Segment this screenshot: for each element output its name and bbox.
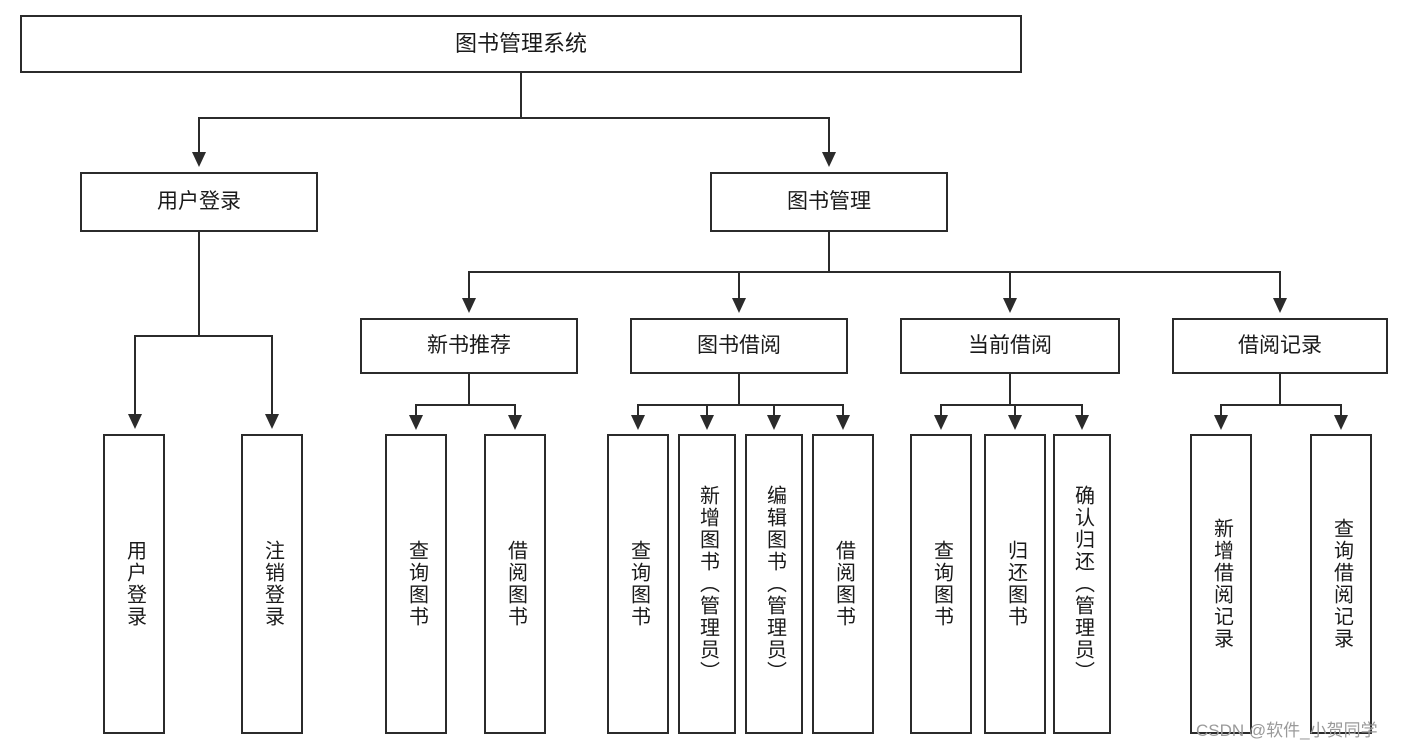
leaf-user-logout[interactable]: 注销登录 — [241, 434, 303, 734]
connector-book-borrow-stem — [738, 374, 740, 406]
connector-book-manage-stem — [828, 232, 830, 272]
node-book-management[interactable]: 图书管理 — [710, 172, 948, 232]
connector-root-to-user-login — [198, 117, 200, 155]
node-label: 查询图书 — [930, 540, 953, 628]
connector-current-borrow-to-leaf-3 — [1081, 404, 1083, 418]
node-label: 借阅图书 — [504, 540, 527, 628]
connector-current-borrow-to-leaf-1 — [940, 404, 942, 418]
node-label: 当前借阅 — [968, 333, 1052, 357]
connector-new-book-rec-to-leaf-2 — [514, 404, 516, 418]
node-book-borrowing[interactable]: 图书借阅 — [630, 318, 848, 374]
node-label: 注销登录 — [261, 540, 284, 628]
leaf-query-book-from-recommendation[interactable]: 查询图书 — [385, 434, 447, 734]
node-label: 查询图书 — [405, 540, 428, 628]
node-root-book-management-system[interactable]: 图书管理系统 — [20, 15, 1022, 73]
connector-book-borrow-to-leaf-3 — [773, 404, 775, 418]
arrow-new-book-rec-to-leaf-2 — [508, 415, 522, 430]
node-borrowing-record[interactable]: 借阅记录 — [1172, 318, 1388, 374]
node-label: 图书管理 — [787, 189, 871, 213]
arrow-book-borrow-to-leaf-1 — [631, 415, 645, 430]
node-label: 新增图书（管理员） — [696, 485, 719, 683]
leaf-add-book-admin[interactable]: 新增图书（管理员） — [678, 434, 736, 734]
arrow-current-borrow-to-leaf-1 — [934, 415, 948, 430]
connector-borrow-record-to-leaf-2 — [1340, 404, 1342, 418]
arrow-book-manage-to-current-borrow — [1003, 298, 1017, 313]
leaf-return-book[interactable]: 归还图书 — [984, 434, 1046, 734]
arrow-current-borrow-to-leaf-2 — [1008, 415, 1022, 430]
connector-book-manage-bus — [468, 271, 1280, 273]
node-label: 图书管理系统 — [454, 31, 587, 57]
connector-current-borrow-bus — [940, 404, 1082, 406]
connector-book-borrow-to-leaf-2 — [706, 404, 708, 418]
arrow-book-manage-to-book-borrow — [732, 298, 746, 313]
connector-user-login-to-leaf-1 — [134, 335, 136, 417]
node-label: 归还图书 — [1004, 540, 1027, 628]
connector-user-login-bus — [134, 335, 272, 337]
connector-new-book-rec-bus — [415, 404, 515, 406]
connector-borrow-record-bus — [1220, 404, 1342, 406]
node-label: 借阅记录 — [1238, 333, 1322, 357]
arrow-book-manage-to-new-book-rec — [462, 298, 476, 313]
arrow-book-manage-to-borrow-record — [1273, 298, 1287, 313]
node-label: 新书推荐 — [427, 333, 511, 357]
connector-current-borrow-to-leaf-2 — [1014, 404, 1016, 418]
node-label: 新增借阅记录 — [1210, 518, 1233, 650]
connector-user-login-to-leaf-2 — [271, 335, 273, 417]
node-label: 查询图书 — [627, 540, 650, 628]
connector-root-bus — [198, 117, 830, 119]
node-label: 图书借阅 — [697, 333, 781, 357]
leaf-edit-book-admin[interactable]: 编辑图书（管理员） — [745, 434, 803, 734]
connector-new-book-rec-stem — [468, 374, 470, 406]
arrow-user-login-to-leaf-2 — [265, 414, 279, 429]
leaf-query-book-from-current[interactable]: 查询图书 — [910, 434, 972, 734]
arrow-new-book-rec-to-leaf-1 — [409, 415, 423, 430]
node-label: 用户登录 — [157, 189, 241, 213]
connector-book-manage-to-new-book-rec — [468, 271, 470, 301]
connector-book-manage-to-borrow-record — [1279, 271, 1281, 301]
connector-borrow-record-to-leaf-1 — [1220, 404, 1222, 418]
arrow-root-to-user-login — [192, 152, 206, 167]
connector-book-manage-to-book-borrow — [738, 271, 740, 301]
connector-book-borrow-to-leaf-4 — [842, 404, 844, 418]
node-new-book-recommendation[interactable]: 新书推荐 — [360, 318, 578, 374]
leaf-query-borrowing-record[interactable]: 查询借阅记录 — [1310, 434, 1372, 734]
connector-current-borrow-stem — [1009, 374, 1011, 406]
node-label: 编辑图书（管理员） — [763, 485, 786, 683]
arrow-borrow-record-to-leaf-1 — [1214, 415, 1228, 430]
connector-root-to-book-manage — [828, 117, 830, 155]
node-user-login[interactable]: 用户登录 — [80, 172, 318, 232]
node-label: 确认归还（管理员） — [1071, 485, 1094, 683]
arrow-borrow-record-to-leaf-2 — [1334, 415, 1348, 430]
connector-user-login-stem — [198, 232, 200, 336]
connector-book-borrow-to-leaf-1 — [637, 404, 639, 418]
connector-root-stem — [520, 73, 522, 118]
arrow-root-to-book-manage — [822, 152, 836, 167]
connector-book-manage-to-current-borrow — [1009, 271, 1011, 301]
node-label: 用户登录 — [123, 540, 146, 628]
connector-book-borrow-bus — [637, 404, 843, 406]
connector-new-book-rec-to-leaf-1 — [415, 404, 417, 418]
arrow-book-borrow-to-leaf-4 — [836, 415, 850, 430]
leaf-user-login[interactable]: 用户登录 — [103, 434, 165, 734]
arrow-book-borrow-to-leaf-2 — [700, 415, 714, 430]
leaf-query-book-from-borrowing[interactable]: 查询图书 — [607, 434, 669, 734]
leaf-borrow-book-from-borrowing[interactable]: 借阅图书 — [812, 434, 874, 734]
leaf-borrow-book-from-recommendation[interactable]: 借阅图书 — [484, 434, 546, 734]
node-current-borrowing[interactable]: 当前借阅 — [900, 318, 1120, 374]
arrow-current-borrow-to-leaf-3 — [1075, 415, 1089, 430]
leaf-add-borrowing-record[interactable]: 新增借阅记录 — [1190, 434, 1252, 734]
leaf-confirm-return-admin[interactable]: 确认归还（管理员） — [1053, 434, 1111, 734]
node-label: 借阅图书 — [832, 540, 855, 628]
node-label: 查询借阅记录 — [1330, 518, 1353, 650]
arrow-book-borrow-to-leaf-3 — [767, 415, 781, 430]
connector-borrow-record-stem — [1279, 374, 1281, 406]
arrow-user-login-to-leaf-1 — [128, 414, 142, 429]
